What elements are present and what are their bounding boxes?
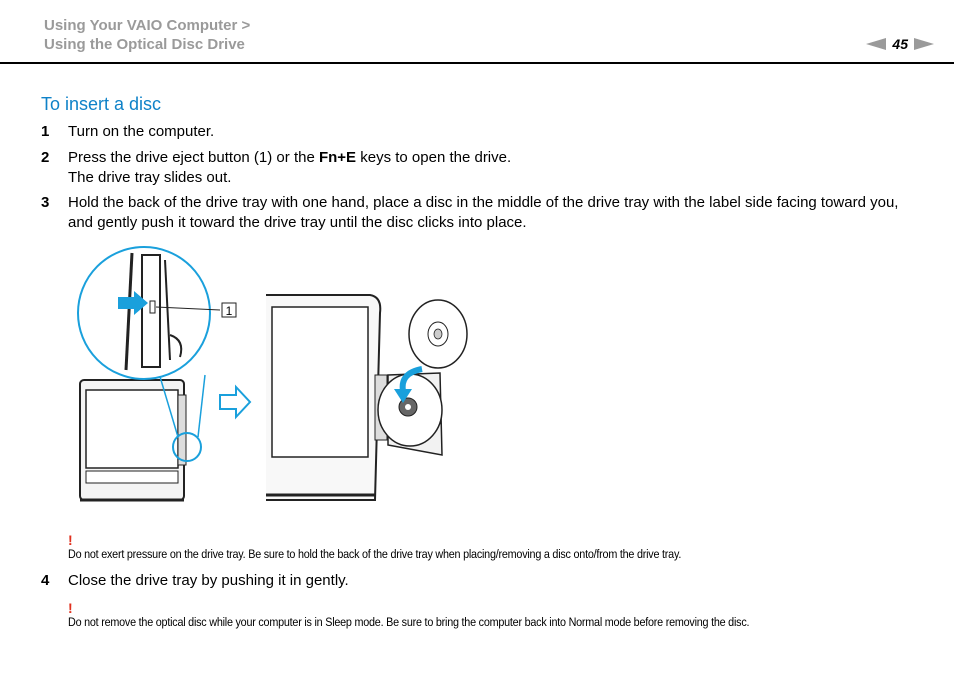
warning-note-1: ! Do not exert pressure on the drive tra… xyxy=(68,533,928,562)
step-number: 4 xyxy=(41,572,50,589)
step-2: 2 Press the drive eject button (1) or th… xyxy=(41,148,921,187)
callout-label: 1 xyxy=(226,304,233,318)
warning-note-2: ! Do not remove the optical disc while y… xyxy=(68,601,928,630)
transition-arrow-icon xyxy=(219,384,252,420)
disc-insertion-illustration: 1 xyxy=(77,246,468,502)
computer-front-icon xyxy=(79,379,187,502)
next-page-icon[interactable] xyxy=(914,38,934,50)
step-4: 4 Close the drive tray by pushing it in … xyxy=(41,571,921,591)
step-text: Hold the back of the drive tray with one… xyxy=(68,194,899,231)
step-text: Turn on the computer. xyxy=(68,123,215,140)
step-number: 1 xyxy=(41,123,50,140)
breadcrumb: Using Your VAIO Computer > Using the Opt… xyxy=(44,16,250,54)
zoom-detail-icon xyxy=(77,246,211,380)
drive-tray-icon xyxy=(377,372,443,456)
header-divider xyxy=(0,62,954,64)
page-navigator: 45 xyxy=(866,36,934,52)
step-text: Close the drive tray by pushing it in ge… xyxy=(68,572,349,589)
warning-text: Do not exert pressure on the drive tray.… xyxy=(68,547,682,561)
key-combo: Fn+E xyxy=(318,149,357,166)
step-3: 3 Hold the back of the drive tray with o… xyxy=(41,193,921,232)
insert-arrow-icon xyxy=(399,366,423,392)
previous-page-icon[interactable] xyxy=(866,38,887,50)
breadcrumb-line-1[interactable]: Using Your VAIO Computer > xyxy=(44,17,251,34)
section-title: To insert a disc xyxy=(41,94,162,114)
press-arrow-icon xyxy=(118,291,148,315)
computer-side-icon xyxy=(266,294,388,501)
page-number: 45 xyxy=(892,36,908,52)
step-number: 2 xyxy=(41,149,50,166)
step-number: 3 xyxy=(41,194,50,211)
step-text: Press the drive eject button (1) or the … xyxy=(68,149,512,186)
warning-icon: ! xyxy=(68,600,73,616)
breadcrumb-line-2[interactable]: Using the Optical Disc Drive xyxy=(44,36,245,53)
step-1: 1 Turn on the computer. xyxy=(41,122,921,142)
disc-icon xyxy=(408,299,468,369)
warning-text: Do not remove the optical disc while you… xyxy=(68,615,750,629)
detail-highlight-circle xyxy=(172,432,202,462)
warning-icon: ! xyxy=(68,532,73,548)
